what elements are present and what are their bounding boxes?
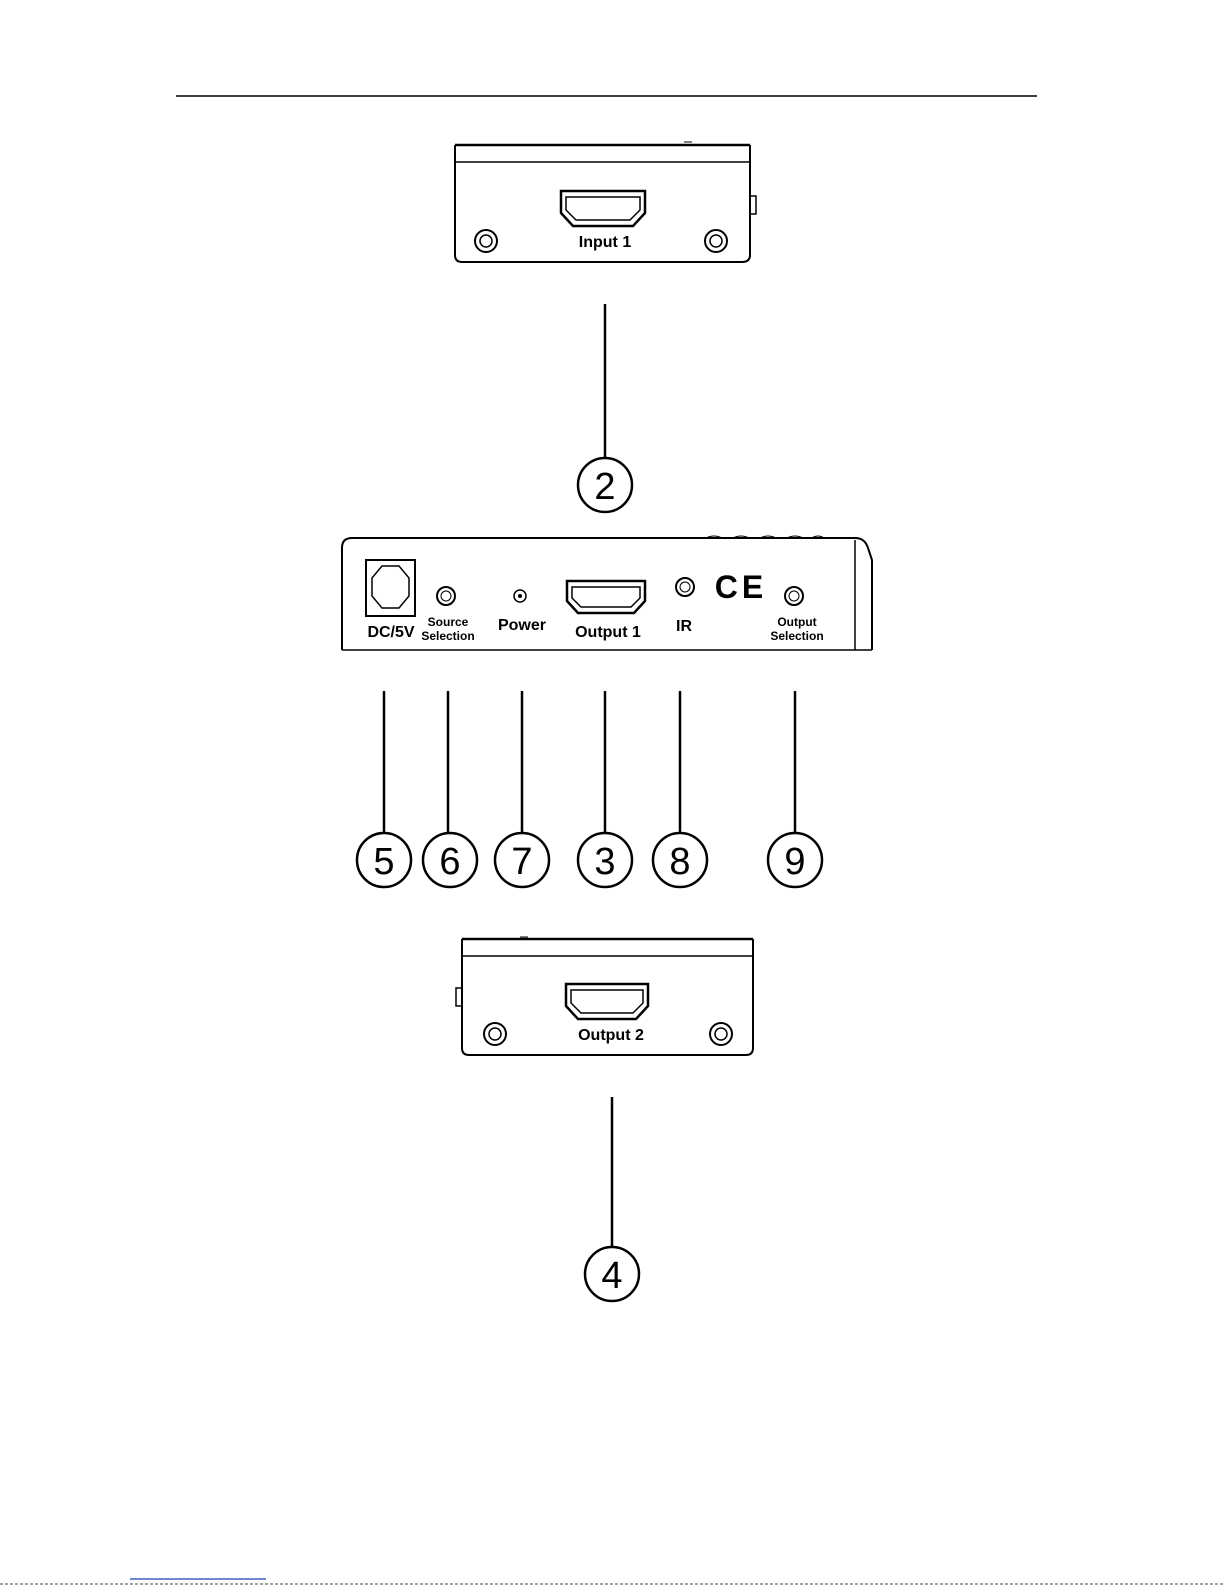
callout-4: 4 <box>585 1247 639 1301</box>
source-selection-label-2: Selection <box>421 629 474 643</box>
svg-text:6: 6 <box>439 841 460 883</box>
hdmi-port-icon <box>561 191 645 226</box>
screw-icon <box>475 230 497 252</box>
hdmi-port-icon <box>567 581 645 613</box>
screw-icon <box>484 1023 506 1045</box>
ir-jack-icon <box>676 578 694 596</box>
output-1-label: Output 1 <box>575 624 641 641</box>
svg-text:9: 9 <box>784 841 805 883</box>
callout-2: 2 <box>578 458 632 512</box>
callout-7: 7 <box>495 833 549 887</box>
ir-label: IR <box>676 618 692 635</box>
callout-8: 8 <box>653 833 707 887</box>
svg-text:5: 5 <box>373 841 394 883</box>
callout-9: 9 <box>768 833 822 887</box>
output-selection-button-icon <box>785 587 803 605</box>
svg-text:2: 2 <box>594 466 615 508</box>
output-2-label: Output 2 <box>578 1027 644 1044</box>
callout-6: 6 <box>423 833 477 887</box>
output-selection-label-1: Output <box>777 615 816 629</box>
input-panel: Input 1 <box>455 142 756 262</box>
callout-3: 3 <box>578 833 632 887</box>
svg-text:8: 8 <box>669 841 690 883</box>
input-1-label: Input 1 <box>579 234 632 251</box>
svg-text:4: 4 <box>601 1255 622 1297</box>
main-panel: DC/5V Source Selection Power Output 1 IR… <box>342 536 872 650</box>
dc-jack-icon <box>366 560 415 616</box>
screw-icon <box>710 1023 732 1045</box>
callout-5: 5 <box>357 833 411 887</box>
power-label: Power <box>498 617 546 634</box>
screw-icon <box>705 230 727 252</box>
leader-lines <box>384 691 795 834</box>
hdmi-port-icon <box>566 984 648 1019</box>
source-selection-button-icon <box>437 587 455 605</box>
power-led-icon <box>514 590 526 602</box>
dc-label: DC/5V <box>367 624 414 641</box>
ce-mark: CE <box>715 569 767 605</box>
output-selection-label-2: Selection <box>770 629 823 643</box>
output2-panel: Output 2 <box>456 937 753 1055</box>
svg-text:3: 3 <box>594 841 615 883</box>
source-selection-label-1: Source <box>428 615 469 629</box>
svg-text:7: 7 <box>511 841 532 883</box>
